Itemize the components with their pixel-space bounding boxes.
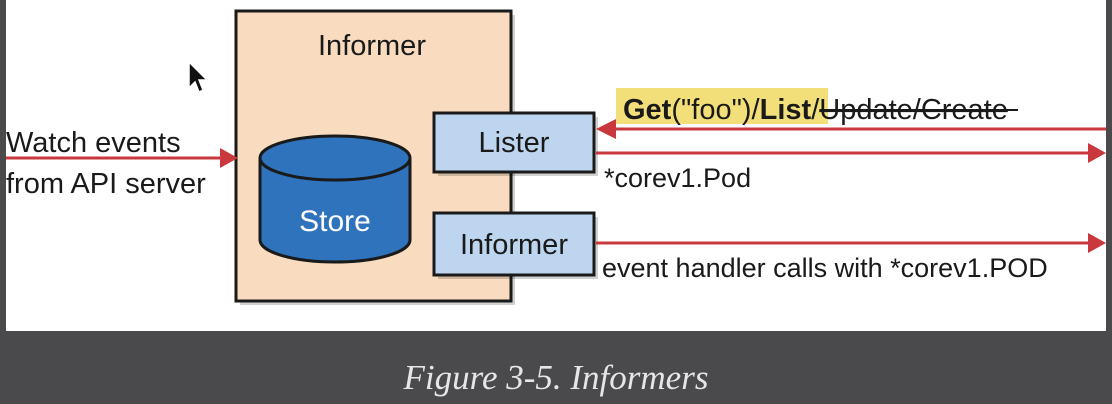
store-cylinder: [258, 134, 412, 264]
call-list: List: [760, 94, 812, 126]
informer-sub-box: [432, 211, 596, 277]
event-handler-arrow: [596, 233, 1106, 253]
watch-events-label-line1: Watch events: [6, 127, 181, 159]
figure-panel: Informer Store Lister Informer Watch eve…: [6, 0, 1106, 331]
watch-events-arrow: [6, 148, 238, 168]
store-label: Store: [299, 205, 371, 238]
event-handler-label: event handler calls with *corev1.POD: [602, 253, 1048, 283]
figure-caption: Figure 3-5. Informers: [403, 358, 709, 397]
watch-events-label-line2: from API server: [6, 168, 206, 200]
call-slash: /: [811, 94, 820, 126]
call-get: Get: [623, 94, 672, 126]
get-list-call-label: Get("foo")/List/Update/Create: [623, 94, 1008, 126]
lister-return-label: *corev1.Pod: [604, 163, 751, 193]
informer-diagram: Informer Store Lister Informer Watch eve…: [6, 9, 1106, 305]
get-list-highlight: [616, 88, 828, 124]
lister-label: Lister: [479, 127, 550, 159]
call-foo: ("foo")/: [671, 94, 760, 126]
informer-box-title: Informer: [318, 30, 426, 62]
informer-sub-label: Informer: [460, 229, 568, 261]
lister-return-arrow: [596, 143, 1106, 163]
get-list-call-arrow: [596, 119, 1106, 139]
lister-box: [432, 111, 596, 174]
mouse-pointer-icon: [188, 60, 209, 94]
